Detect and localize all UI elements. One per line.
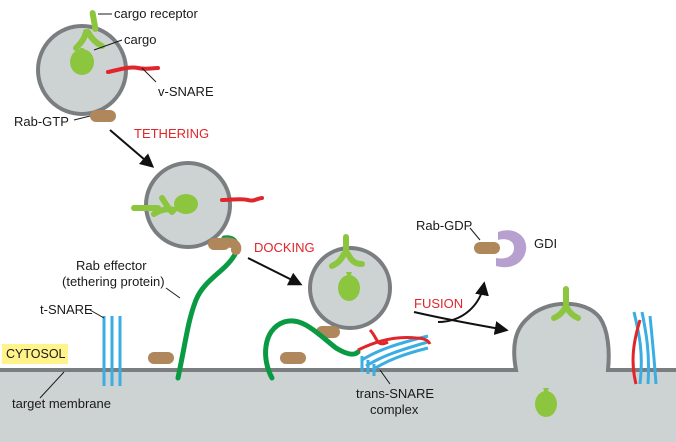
step-docking: DOCKING [254, 240, 315, 255]
step-fusion: FUSION [414, 296, 463, 311]
released-cargo [535, 391, 557, 417]
target-membrane [0, 303, 676, 442]
vesicle-2 [131, 161, 264, 250]
label-trans-snare-complex: complex [370, 402, 419, 417]
gdi [496, 230, 527, 268]
label-t-snare: t-SNARE [40, 302, 93, 317]
label-cargo-receptor: cargo receptor [114, 6, 198, 21]
rab-gtp [90, 110, 116, 122]
label-v-snare: v-SNARE [158, 84, 214, 99]
label-tethering-protein: (tethering protein) [62, 274, 165, 289]
rab-effector [175, 235, 240, 381]
cytosol-box [2, 344, 68, 364]
t-snare [102, 316, 122, 386]
cargo-receptor [89, 10, 99, 32]
rab-on-membrane-2 [280, 352, 306, 364]
step-tethering: TETHERING [134, 126, 209, 141]
post-fusion-snares [631, 311, 658, 385]
label-cytosol: CYTOSOL [6, 347, 66, 361]
v-snare [106, 65, 160, 74]
vesicle-1 [36, 10, 160, 122]
cargo [70, 49, 94, 75]
rab-gdp [474, 242, 500, 254]
label-cargo: cargo [124, 32, 157, 47]
label-trans-snare: trans-SNARE [356, 386, 434, 401]
vesicle-3 [308, 234, 392, 338]
label-target-membrane: target membrane [12, 396, 111, 411]
label-gdi: GDI [534, 236, 557, 251]
label-rab-gtp: Rab-GTP [14, 114, 69, 129]
trans-snare-complex [357, 328, 432, 376]
label-rab-gdp: Rab-GDP [416, 218, 472, 233]
rab-on-membrane [148, 352, 174, 364]
label-rab-effector: Rab effector [76, 258, 147, 273]
